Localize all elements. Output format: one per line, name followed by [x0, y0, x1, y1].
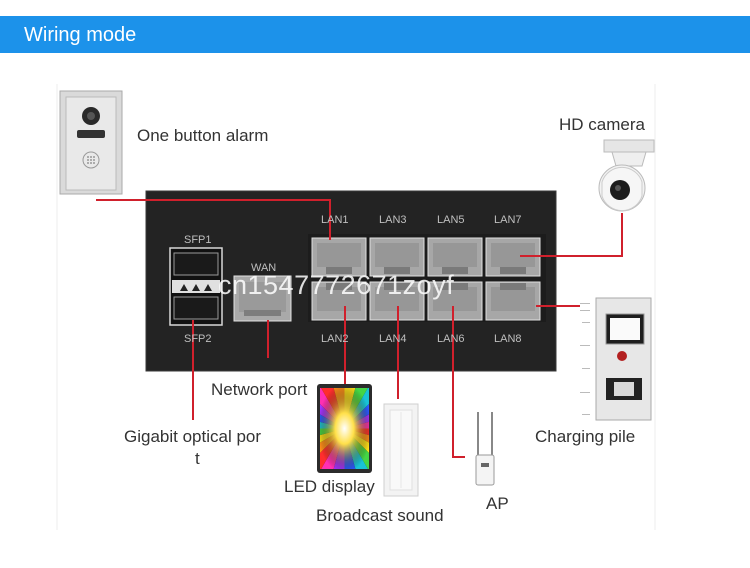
- lan7-label: LAN7: [494, 214, 522, 226]
- lan8-label: LAN8: [494, 333, 522, 345]
- lan6-label: LAN6: [437, 333, 465, 345]
- sfp2-label: SFP2: [184, 333, 212, 345]
- cable-alarm: [96, 199, 331, 240]
- cable-ap: [452, 306, 465, 458]
- lan5-label: LAN5: [437, 214, 465, 226]
- lan8-port-latch: [500, 283, 526, 290]
- alarm-label: One button alarm: [137, 126, 269, 145]
- alarm-device: [59, 90, 123, 195]
- header-bar: [0, 16, 750, 53]
- broadcast-label: Broadcast sound: [316, 506, 444, 525]
- watermark-text: cn1547772671zoyf: [218, 270, 455, 300]
- lan7-port-latch: [500, 267, 526, 274]
- broadcast-device: [383, 403, 419, 497]
- sfp1-label: SFP1: [184, 234, 212, 246]
- lan3-port-latch: [384, 267, 410, 274]
- lan2-port-latch: [326, 283, 352, 290]
- lan3-label: LAN3: [379, 214, 407, 226]
- ap-label: AP: [486, 494, 509, 513]
- wan-label: WAN: [251, 262, 277, 274]
- network-port-label: Network port: [211, 380, 308, 399]
- lan6-port-latch: [442, 283, 468, 290]
- sfp-module: [169, 247, 223, 326]
- page-title: Wiring mode: [24, 24, 137, 46]
- cable-camera: [520, 213, 623, 257]
- lan2-label: LAN2: [321, 333, 349, 345]
- gigabit-label-line1: Gigabit optical por: [124, 427, 262, 446]
- lan5-port-latch: [442, 267, 468, 274]
- lan6-port-socket: [433, 287, 477, 311]
- gigabit-label-line2: t: [195, 449, 200, 468]
- camera-label: HD camera: [559, 115, 645, 134]
- lan1-port-socket: [317, 243, 361, 267]
- ap-device: [475, 412, 495, 486]
- lan4-label: LAN4: [379, 333, 407, 345]
- led-display-device: [317, 384, 372, 473]
- lan3-port-socket: [375, 243, 419, 267]
- charging-pile-device: [580, 297, 652, 421]
- wan-port: [233, 275, 292, 322]
- lan1-label: LAN1: [321, 214, 349, 226]
- lan1-port-latch: [326, 267, 352, 274]
- lan2-port-socket: [317, 287, 361, 311]
- charging-pile-label: Charging pile: [535, 427, 636, 446]
- lan4-port-latch: [384, 283, 410, 290]
- lan8-port-socket: [491, 287, 535, 311]
- camera-device: [598, 139, 655, 212]
- lan5-port-socket: [433, 243, 477, 267]
- led-display-label: LED display: [284, 477, 375, 496]
